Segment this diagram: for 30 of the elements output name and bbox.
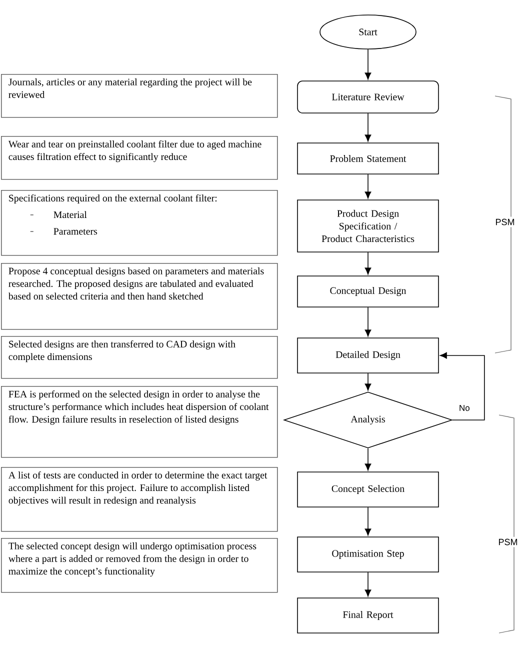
description-box: Propose 4 conceptual designs based on parameters and materials researched. The proposed designs are tabulated and evaluated based on selected criteria and then hand sketched [1, 263, 278, 330]
arrow [364, 49, 372, 80]
description-box: FEA is performed on the selected design in order to analyse the structure’s performance which includes heat dispersion of coolant flow. Design failure results in reselection of listed designs [1, 386, 278, 458]
arrow [364, 572, 372, 597]
bracket-label: PSM [499, 538, 518, 546]
description-box: Journals, articles or any material regarding the project will be reviewed [1, 74, 278, 118]
arrow [364, 113, 372, 142]
process-box: Literature Review [297, 80, 439, 114]
description-box: A list of tests are conducted in order to determine the exact target accomplishment for this project. Failure to accomplish listed objectives will result in redesign and reanalysis [1, 467, 278, 532]
process-box: Conceptual Design [297, 276, 439, 308]
arrow [364, 507, 372, 536]
arrow [364, 252, 372, 275]
loop-arrow [440, 352, 485, 420]
process-box: Optimisation Step [297, 536, 439, 572]
process-box: Concept Selection [297, 472, 439, 508]
arrow [364, 448, 372, 471]
edge-label: No [460, 405, 470, 411]
arrow [364, 174, 372, 199]
bracket-label: PSM [496, 218, 514, 226]
arrow [364, 373, 372, 391]
process-box: Detailed Design [297, 338, 439, 374]
description-box: Specifications required on the external coolant filter: Material Parameters [1, 190, 278, 256]
process-box: Problem Statement [297, 142, 439, 174]
process-box: Product Design Specification / Product Characteristics [297, 200, 439, 252]
description-box: The selected concept design will undergo optimisation process where a part is added or removed from the design in order to maximize the concept’s functionality [1, 538, 278, 593]
start-oval: Start [320, 14, 416, 50]
process-box: Final Report [297, 598, 439, 634]
arrow [364, 307, 372, 337]
description-box: Wear and tear on preinstalled coolant filter due to aged machine causes filtration effect to significantly reduce [1, 136, 278, 180]
description-box: Selected designs are then transferred to CAD design with complete dimensions [1, 336, 278, 379]
